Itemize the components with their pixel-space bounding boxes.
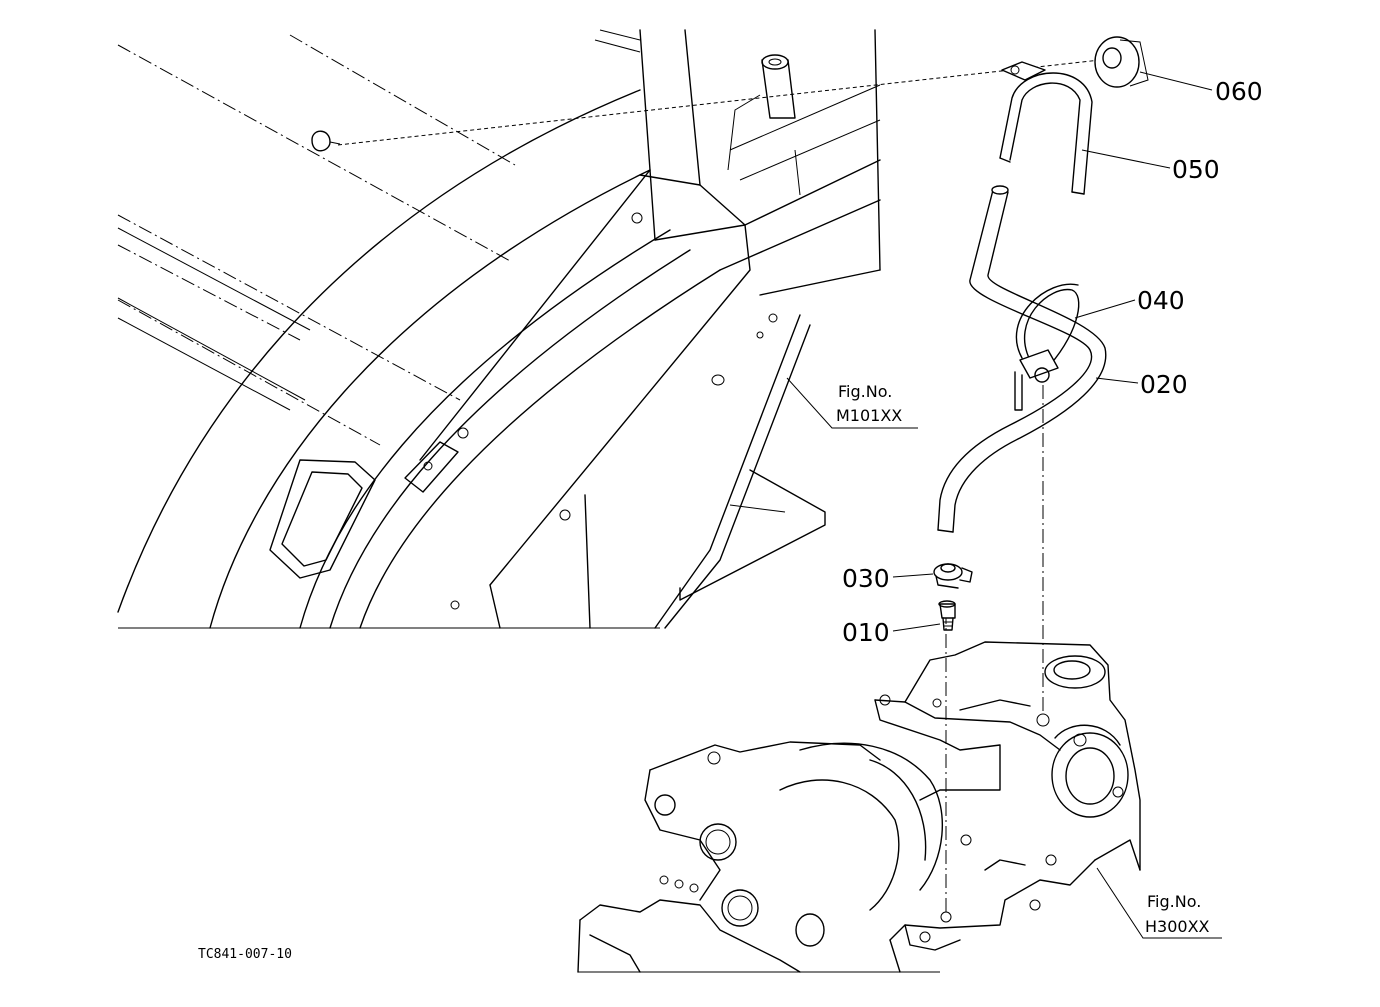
leader-lines	[786, 71, 1222, 939]
u-pipe-050	[999, 61, 1093, 195]
callout-050: 050	[1172, 155, 1220, 184]
callout-040: 040	[1137, 286, 1185, 315]
fender-assembly	[117, 29, 881, 629]
drawing-code: TC841-007-10	[198, 947, 292, 962]
callout-020: 020	[1140, 370, 1188, 399]
ref-fender-code: M101XX	[836, 406, 902, 425]
hose-020	[937, 185, 1107, 533]
ref-housing-label: Fig.No.	[1147, 892, 1201, 911]
callout-060: 060	[1215, 77, 1263, 106]
ref-fender-label: Fig.No.	[838, 382, 892, 401]
band-clip-040	[1014, 283, 1080, 411]
fitting-010	[938, 600, 956, 631]
breather-hose-assembly	[933, 36, 1149, 915]
fastener-dashed-leader	[311, 59, 1101, 152]
callout-010: 010	[842, 618, 890, 647]
hydraulic-housing	[577, 641, 1141, 973]
hose-clamp-030	[933, 563, 973, 589]
callout-030: 030	[842, 564, 890, 593]
ref-housing-code: H300XX	[1145, 917, 1210, 936]
grommet-060	[1094, 36, 1149, 88]
